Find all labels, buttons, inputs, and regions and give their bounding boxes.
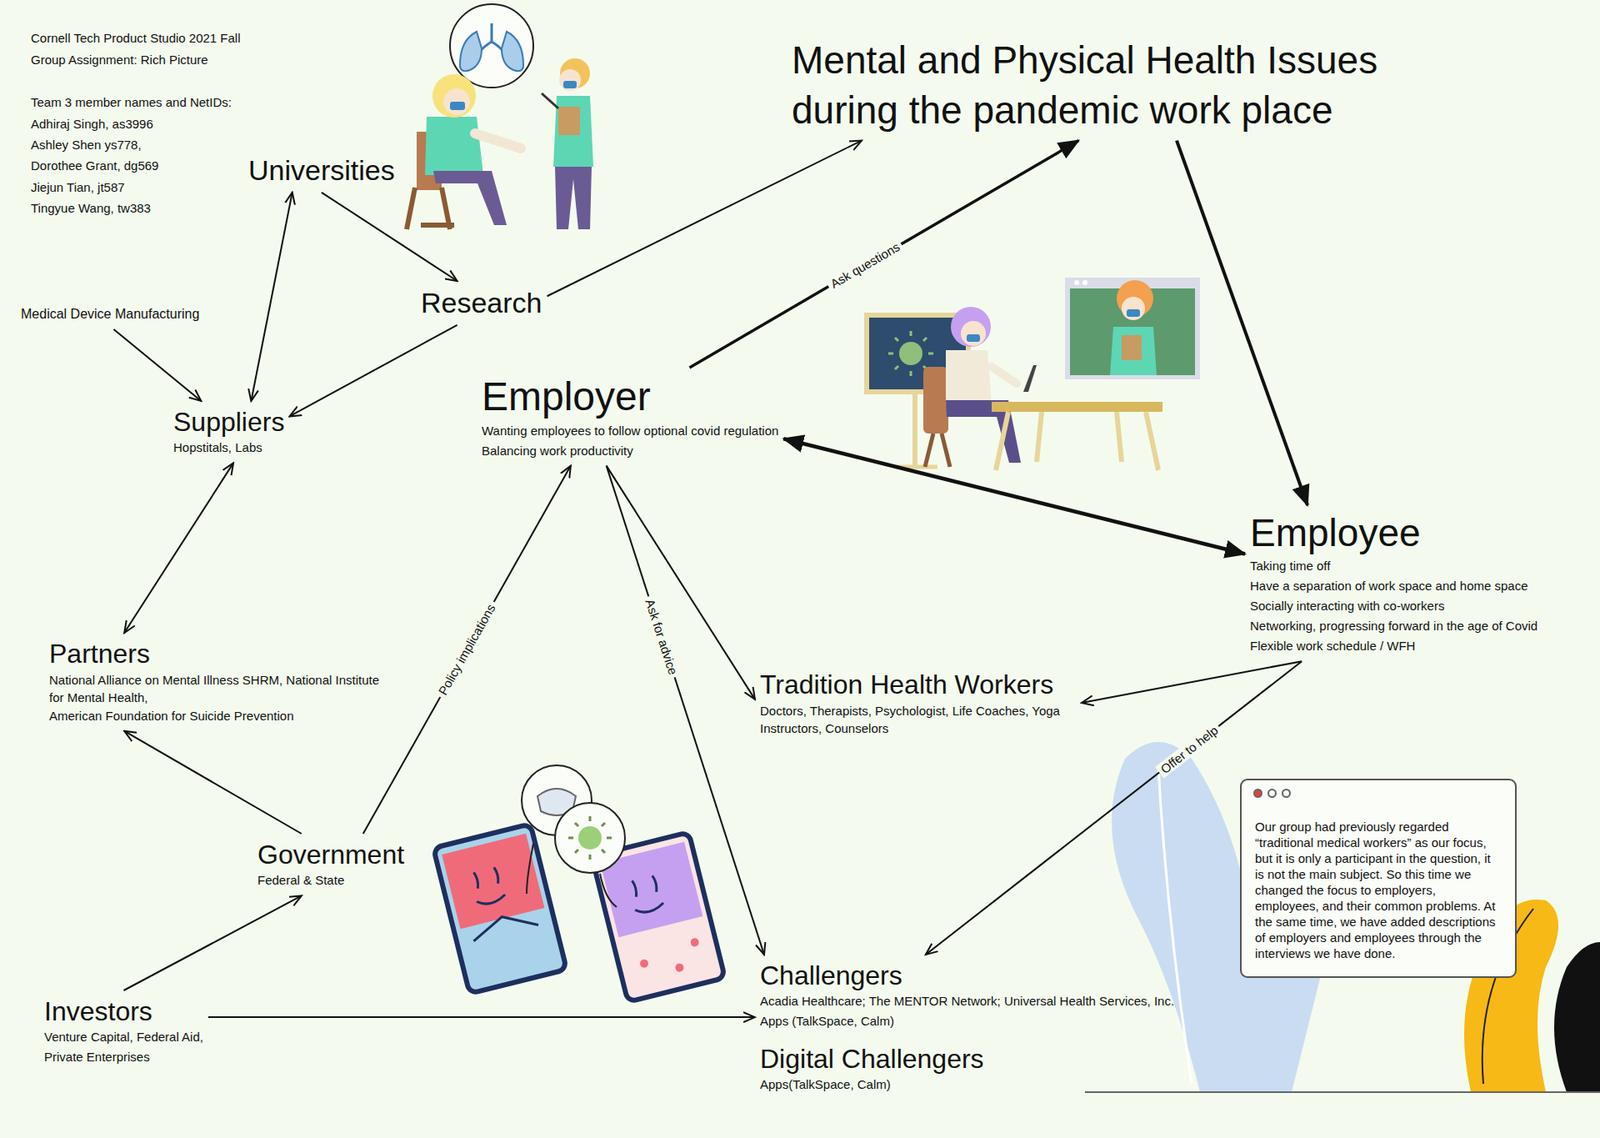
node-heading: Digital Challengers — [760, 1042, 985, 1075]
node-heading: Investors — [44, 995, 204, 1027]
entity-node: Mental and Physical Health Issues during… — [791, 35, 1492, 136]
entity-node: EmployeeTaking time offHave a separation… — [1250, 510, 1538, 656]
node-text: Our group had previously regarded “tradi… — [1255, 818, 1502, 961]
node-heading: Employer — [481, 372, 779, 421]
node-heading: Research — [420, 285, 543, 320]
entity-node: Universities — [248, 153, 395, 188]
connector-arrow — [124, 730, 302, 834]
node-text: Private Enterprises — [44, 1046, 204, 1067]
entity-node: Medical Device Manufacturing — [20, 304, 200, 325]
node-text: Networking, progressing forward in the a… — [1250, 615, 1538, 636]
entity-node: EmployerWanting employees to follow opti… — [481, 372, 779, 461]
node-text: Have a separation of work space and home… — [1250, 575, 1538, 596]
node-heading: Medical Device Manufacturing — [20, 304, 200, 325]
connector-arrow — [289, 325, 457, 417]
connector-arrow — [113, 329, 201, 401]
note-window: Our group had previously regarded “tradi… — [1240, 778, 1517, 978]
node-text: Flexible work schedule / WFH — [1250, 635, 1538, 656]
node-heading: Employee — [1250, 510, 1538, 556]
entity-node: InvestorsVenture Capital, Federal Aid,Pr… — [44, 995, 204, 1067]
node-text: Hopstitals, Labs — [173, 437, 285, 458]
window-dot — [1253, 788, 1263, 798]
node-text: Socially interacting with co-workers — [1250, 595, 1538, 616]
node-text: Venture Capital, Federal Aid, — [44, 1026, 204, 1047]
node-text: Acadia Healthcare; The MENTOR Network; U… — [760, 990, 1175, 1011]
node-heading: Universities — [248, 153, 395, 188]
connector-arrow — [606, 465, 765, 955]
plant-illustration — [1085, 741, 1600, 1092]
edge-label: Ask for advice — [641, 594, 682, 680]
header-text: Team 3 member names and NetIDs: — [30, 95, 232, 110]
node-heading: Government — [257, 838, 405, 870]
node-text: American Foundation for Suicide Preventi… — [49, 705, 391, 726]
header-text: Group Assignment: Rich Picture — [30, 52, 209, 68]
node-text: Wanting employees to follow optional cov… — [481, 420, 779, 441]
node-heading: Mental and Physical Health Issues during… — [791, 35, 1492, 136]
node-text: Federal & State — [257, 870, 405, 890]
connector-arrow — [1081, 660, 1302, 703]
entity-node: PartnersNational Alliance on Mental Illn… — [49, 637, 391, 726]
edge-label: Ask questions — [824, 238, 905, 294]
node-text: Balancing work productivity — [481, 440, 779, 461]
node-heading: Challengers — [760, 959, 1175, 991]
entity-node: SuppliersHopstitals, Labs — [173, 405, 285, 458]
connector-arrow — [783, 438, 1245, 554]
header-text: Jiejun Tian, jt587 — [30, 180, 125, 195]
phones-illustration — [433, 765, 725, 1002]
entity-node: Tradition Health WorkersDoctors, Therapi… — [760, 668, 1077, 737]
connector-arrow — [606, 465, 755, 700]
edge-label: Policy implications — [434, 598, 500, 700]
node-text: Doctors, Therapists, Psychologist, Life … — [760, 702, 1077, 737]
node-text: National Alliance on Mental Illness SHRM… — [49, 671, 391, 706]
connector-arrow — [1176, 140, 1308, 505]
connector-arrow — [547, 140, 862, 297]
entity-node: GovernmentFederal & State — [257, 838, 405, 890]
remote-work-illustration — [866, 277, 1200, 470]
header-text: Tingyue Wang, tw383 — [30, 200, 151, 216]
entity-node: ChallengersAcadia Healthcare; The MENTOR… — [760, 959, 1175, 1031]
entity-node: Digital ChallengersApps(TalkSpace, Calm) — [760, 1042, 985, 1095]
node-text: Apps (TalkSpace, Calm) — [760, 1010, 1175, 1031]
connector-arrow — [689, 140, 1079, 368]
nurse-illustration — [406, 4, 594, 230]
header-text: Adhiraj Singh, as3996 — [30, 116, 154, 132]
node-heading: Suppliers — [173, 405, 285, 438]
window-dot — [1281, 788, 1291, 798]
entity-node: Research — [420, 285, 543, 320]
header-text: Dorothee Grant, dg569 — [30, 158, 159, 174]
node-heading: Tradition Health Workers — [760, 668, 1077, 700]
node-text: Apps(TalkSpace, Calm) — [760, 1074, 985, 1095]
node-text: Taking time off — [1250, 555, 1538, 576]
header-text: Cornell Tech Product Studio 2021 Fall — [30, 30, 241, 46]
connector-arrow — [250, 192, 292, 401]
connector-arrow — [124, 462, 234, 633]
node-heading: Partners — [49, 637, 391, 670]
connector-arrow — [363, 465, 571, 834]
connector-arrow — [321, 192, 458, 281]
connector-arrow — [123, 895, 301, 990]
window-dot — [1267, 788, 1277, 798]
connector-arrow — [208, 1015, 755, 1018]
header-text: Ashley Shen ys778, — [30, 137, 142, 153]
